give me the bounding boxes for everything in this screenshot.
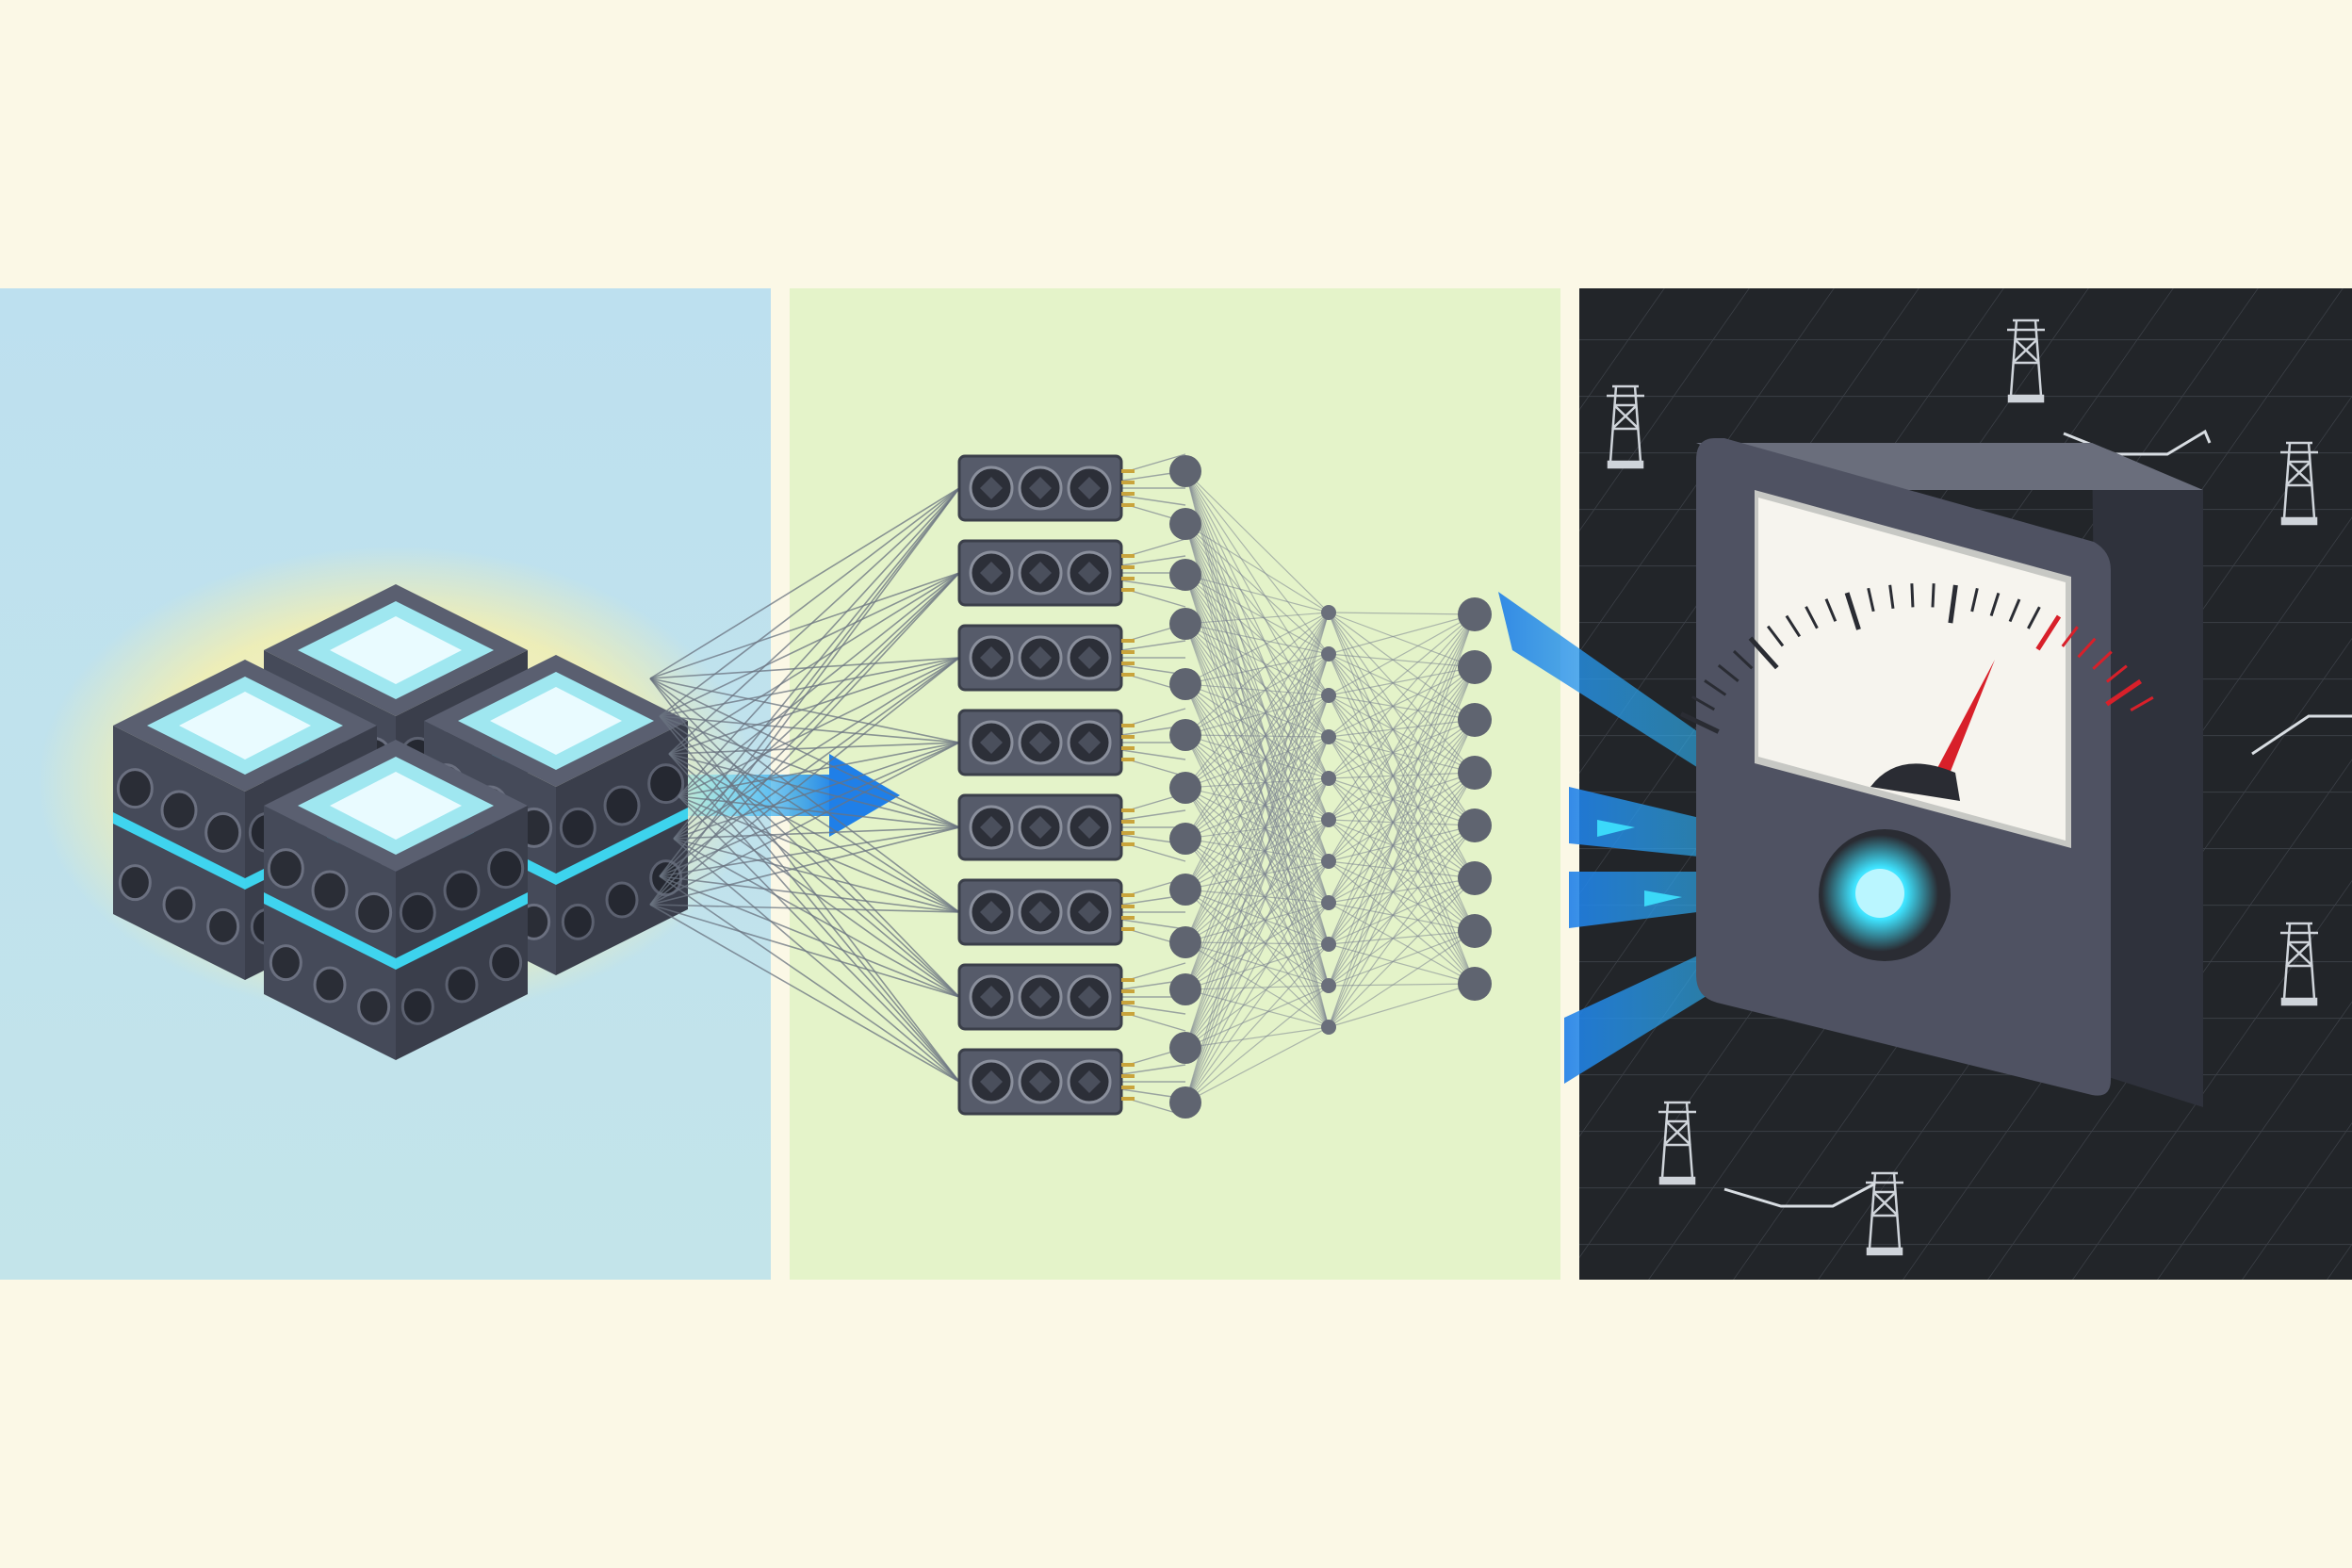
transmission-tower-icon — [1658, 1101, 1696, 1185]
network-node — [1321, 771, 1336, 786]
meter-scale-ticks — [1679, 583, 2154, 734]
network-node — [1321, 605, 1336, 620]
gpu-card-icon — [957, 539, 1135, 607]
transmission-tower-icon — [2007, 318, 2045, 403]
network-node — [1169, 823, 1201, 855]
meter-needle — [1870, 660, 1995, 801]
gpu-card-icon — [957, 963, 1135, 1031]
network-node — [1169, 719, 1201, 751]
network-node — [1458, 650, 1492, 684]
gpu-card-icon — [957, 624, 1135, 692]
network-node — [1321, 978, 1336, 993]
gpu-cluster-icon — [38, 547, 754, 1060]
network-node — [1169, 772, 1201, 804]
gpu-card-icon — [957, 454, 1135, 522]
network-node — [1458, 861, 1492, 895]
gpu-card-column — [957, 454, 1135, 1116]
network-node — [1169, 508, 1201, 540]
transmission-tower-icon — [2280, 441, 2318, 526]
network-node — [1169, 668, 1201, 700]
network-node — [1458, 967, 1492, 1001]
network-node — [1321, 854, 1336, 869]
network-node — [1321, 729, 1336, 744]
gpu-card-icon — [957, 1048, 1135, 1116]
network-node — [1169, 608, 1201, 640]
transmission-tower-icon — [1607, 384, 1644, 469]
network-node — [1458, 703, 1492, 737]
gpu-card-icon — [957, 878, 1135, 946]
network-nodes — [1169, 455, 1492, 1119]
network-node — [1458, 914, 1492, 948]
network-node — [1169, 874, 1201, 906]
network-node — [1458, 808, 1492, 842]
transmission-towers — [1607, 318, 2318, 1256]
network-node — [1169, 973, 1201, 1005]
transmission-tower-icon — [2280, 922, 2318, 1006]
network-node — [1321, 1020, 1336, 1035]
gpu-chip-icon — [264, 740, 528, 1060]
network-node — [1169, 1032, 1201, 1064]
input-connections — [649, 487, 960, 1083]
network-node — [1169, 455, 1201, 487]
transmission-tower-icon — [1866, 1171, 1903, 1256]
network-node — [1321, 895, 1336, 910]
network-node — [1321, 688, 1336, 703]
network-node — [1458, 597, 1492, 631]
gpu-card-icon — [957, 793, 1135, 861]
network-node — [1458, 756, 1492, 790]
network-node — [1321, 812, 1336, 827]
network-connections — [1120, 453, 1476, 1117]
gpu-card-icon — [957, 709, 1135, 776]
network-node — [1169, 1086, 1201, 1119]
network-node — [1321, 646, 1336, 662]
glowing-knob-icon — [1819, 829, 1951, 961]
network-node — [1169, 559, 1201, 591]
network-node — [1169, 926, 1201, 958]
network-node — [1321, 937, 1336, 952]
